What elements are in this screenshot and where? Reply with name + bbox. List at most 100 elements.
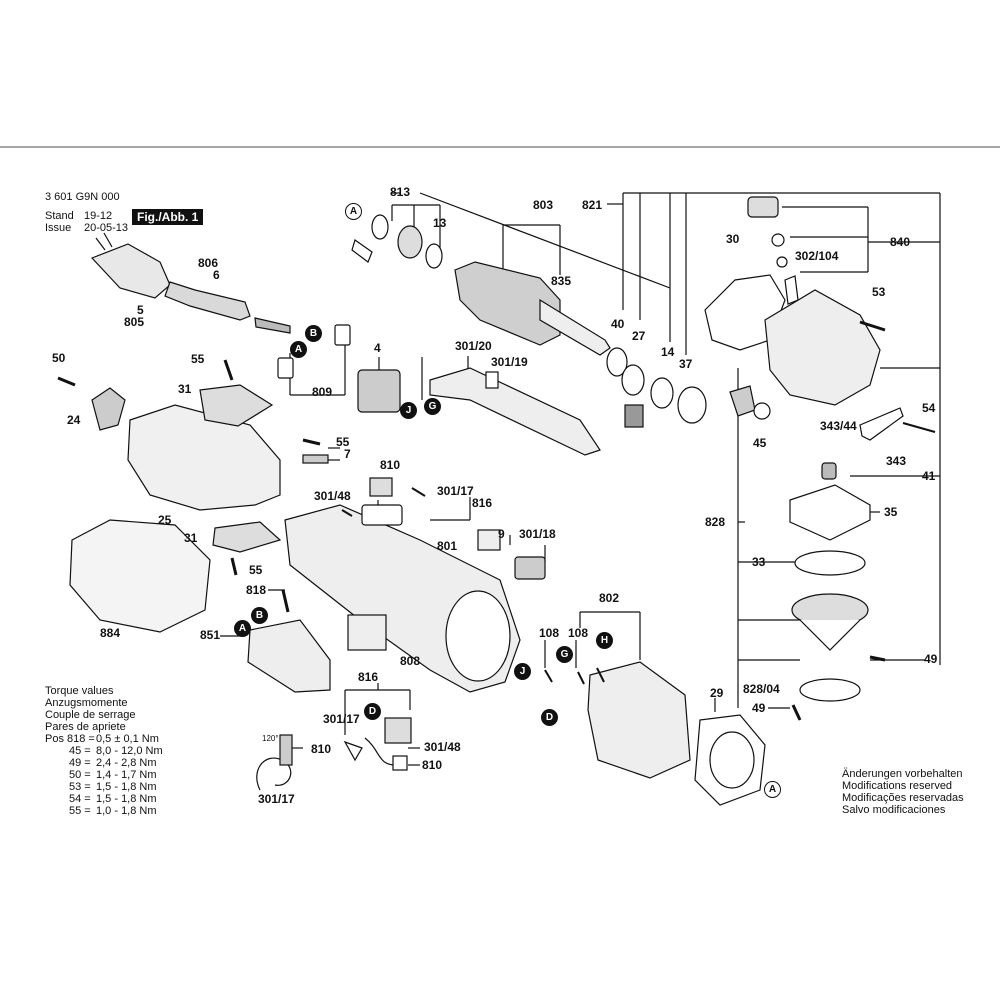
part-label: 55 <box>336 435 350 449</box>
part-label: 301/48 <box>314 489 351 503</box>
part-label: 840 <box>890 235 911 249</box>
part-label: 343/44 <box>820 419 857 433</box>
part-label: 49 <box>924 652 938 666</box>
part-label: 41 <box>922 469 936 483</box>
part-label: 301/48 <box>424 740 461 754</box>
torque-value: 2,4 - 2,8 Nm <box>96 757 157 769</box>
part-label: 301/17 <box>437 484 474 498</box>
torque-title-de: Anzugsmomente <box>45 697 128 709</box>
torque-pos: 45 = <box>69 745 91 757</box>
part-label: 27 <box>632 329 646 343</box>
stand-label: Stand <box>45 210 74 222</box>
part-label: 6 <box>213 268 220 282</box>
torque-pos: 54 = <box>69 793 91 805</box>
document-number: 3 601 G9N 000 <box>45 191 120 203</box>
part-label: 301/17 <box>258 792 295 806</box>
marker-d: D <box>364 703 381 720</box>
part-label: 301/19 <box>491 355 528 369</box>
torque-title-es: Pares de apriete <box>45 721 126 733</box>
part-label: 818 <box>246 583 267 597</box>
marker-a: A <box>345 203 362 220</box>
part-label: 37 <box>679 357 693 371</box>
torque-title-en: Torque values <box>45 685 114 697</box>
issue-value: 20-05-13 <box>84 222 129 234</box>
part-label: 55 <box>191 352 205 366</box>
part-label: 55 <box>249 563 263 577</box>
torque-pos: 55 = <box>69 805 91 817</box>
part-label: 805 <box>124 315 145 329</box>
note-de: Änderungen vorbehalten <box>842 768 963 780</box>
part-label: 50 <box>52 351 66 365</box>
part-label: 810 <box>380 458 401 472</box>
part-label: 808 <box>400 654 421 668</box>
torque-value: 0,5 ± 0,1 Nm <box>96 733 159 745</box>
part-label: 5 <box>137 303 144 317</box>
part-label: 828 <box>705 515 726 529</box>
part-label: 4 <box>374 341 381 355</box>
part-label: 809 <box>312 385 333 399</box>
part-label: 851 <box>200 628 221 642</box>
part-label: 54 <box>922 401 936 415</box>
part-label: 35 <box>884 505 898 519</box>
marker-a: A <box>764 781 781 798</box>
marker-g: G <box>424 398 441 415</box>
marker-b: B <box>251 607 268 624</box>
note-es: Salvo modificaciones <box>842 804 946 816</box>
part-label: 108 <box>539 626 560 640</box>
part-label: 301/20 <box>455 339 492 353</box>
part-label: 802 <box>599 591 620 605</box>
part-label: 9 <box>498 527 505 541</box>
marker-j: J <box>514 663 531 680</box>
part-label: 24 <box>67 413 81 427</box>
part-label: 302/104 <box>795 249 839 263</box>
torque-pos: 50 = <box>69 769 91 781</box>
torque-value: 1,5 - 1,8 Nm <box>96 793 157 805</box>
torque-pos: 49 = <box>69 757 91 769</box>
part-label: 49 <box>752 701 766 715</box>
part-label: 301/17 <box>323 712 360 726</box>
angle-label: 120° <box>262 734 279 743</box>
part-label: 7 <box>344 447 351 461</box>
part-label: 29 <box>710 686 724 700</box>
part-label: 33 <box>752 555 766 569</box>
part-label: 45 <box>753 436 767 450</box>
marker-a: A <box>290 341 307 358</box>
stand-value: 19-12 <box>84 210 113 222</box>
part-label: 806 <box>198 256 219 270</box>
marker-b: B <box>305 325 322 342</box>
part-label: 31 <box>184 531 198 545</box>
part-label: 14 <box>661 345 675 359</box>
marker-d: D <box>541 709 558 726</box>
marker-j: J <box>400 402 417 419</box>
part-label: 108 <box>568 626 589 640</box>
part-label: 803 <box>533 198 554 212</box>
part-label: 31 <box>178 382 192 396</box>
part-label: 301/18 <box>519 527 556 541</box>
part-label: 813 <box>390 185 411 199</box>
part-label: 810 <box>422 758 443 772</box>
marker-a: A <box>234 620 251 637</box>
part-label: 810 <box>311 742 332 756</box>
part-label: 816 <box>358 670 379 684</box>
figure-label: Fig./Abb. 1 <box>132 209 204 225</box>
part-label: 343 <box>886 454 907 468</box>
part-label: 801 <box>437 539 458 553</box>
torque-value: 1,0 - 1,8 Nm <box>96 805 157 817</box>
torque-value: 8,0 - 12,0 Nm <box>96 745 163 757</box>
torque-value: 1,4 - 1,7 Nm <box>96 769 157 781</box>
part-label: 835 <box>551 274 572 288</box>
torque-pos: Pos 818 = <box>45 733 95 745</box>
marker-h: H <box>596 632 613 649</box>
part-label: 30 <box>726 232 740 246</box>
note-en: Modifications reserved <box>842 780 953 792</box>
torque-value: 1,5 - 1,8 Nm <box>96 781 157 793</box>
part-label: 40 <box>611 317 625 331</box>
part-label: 25 <box>158 513 172 527</box>
torque-title-fr: Couple de serrage <box>45 709 136 721</box>
part-label: 828/04 <box>743 682 780 696</box>
part-label: 816 <box>472 496 493 510</box>
part-label: 884 <box>100 626 121 640</box>
marker-g: G <box>556 646 573 663</box>
part-label: 821 <box>582 198 603 212</box>
